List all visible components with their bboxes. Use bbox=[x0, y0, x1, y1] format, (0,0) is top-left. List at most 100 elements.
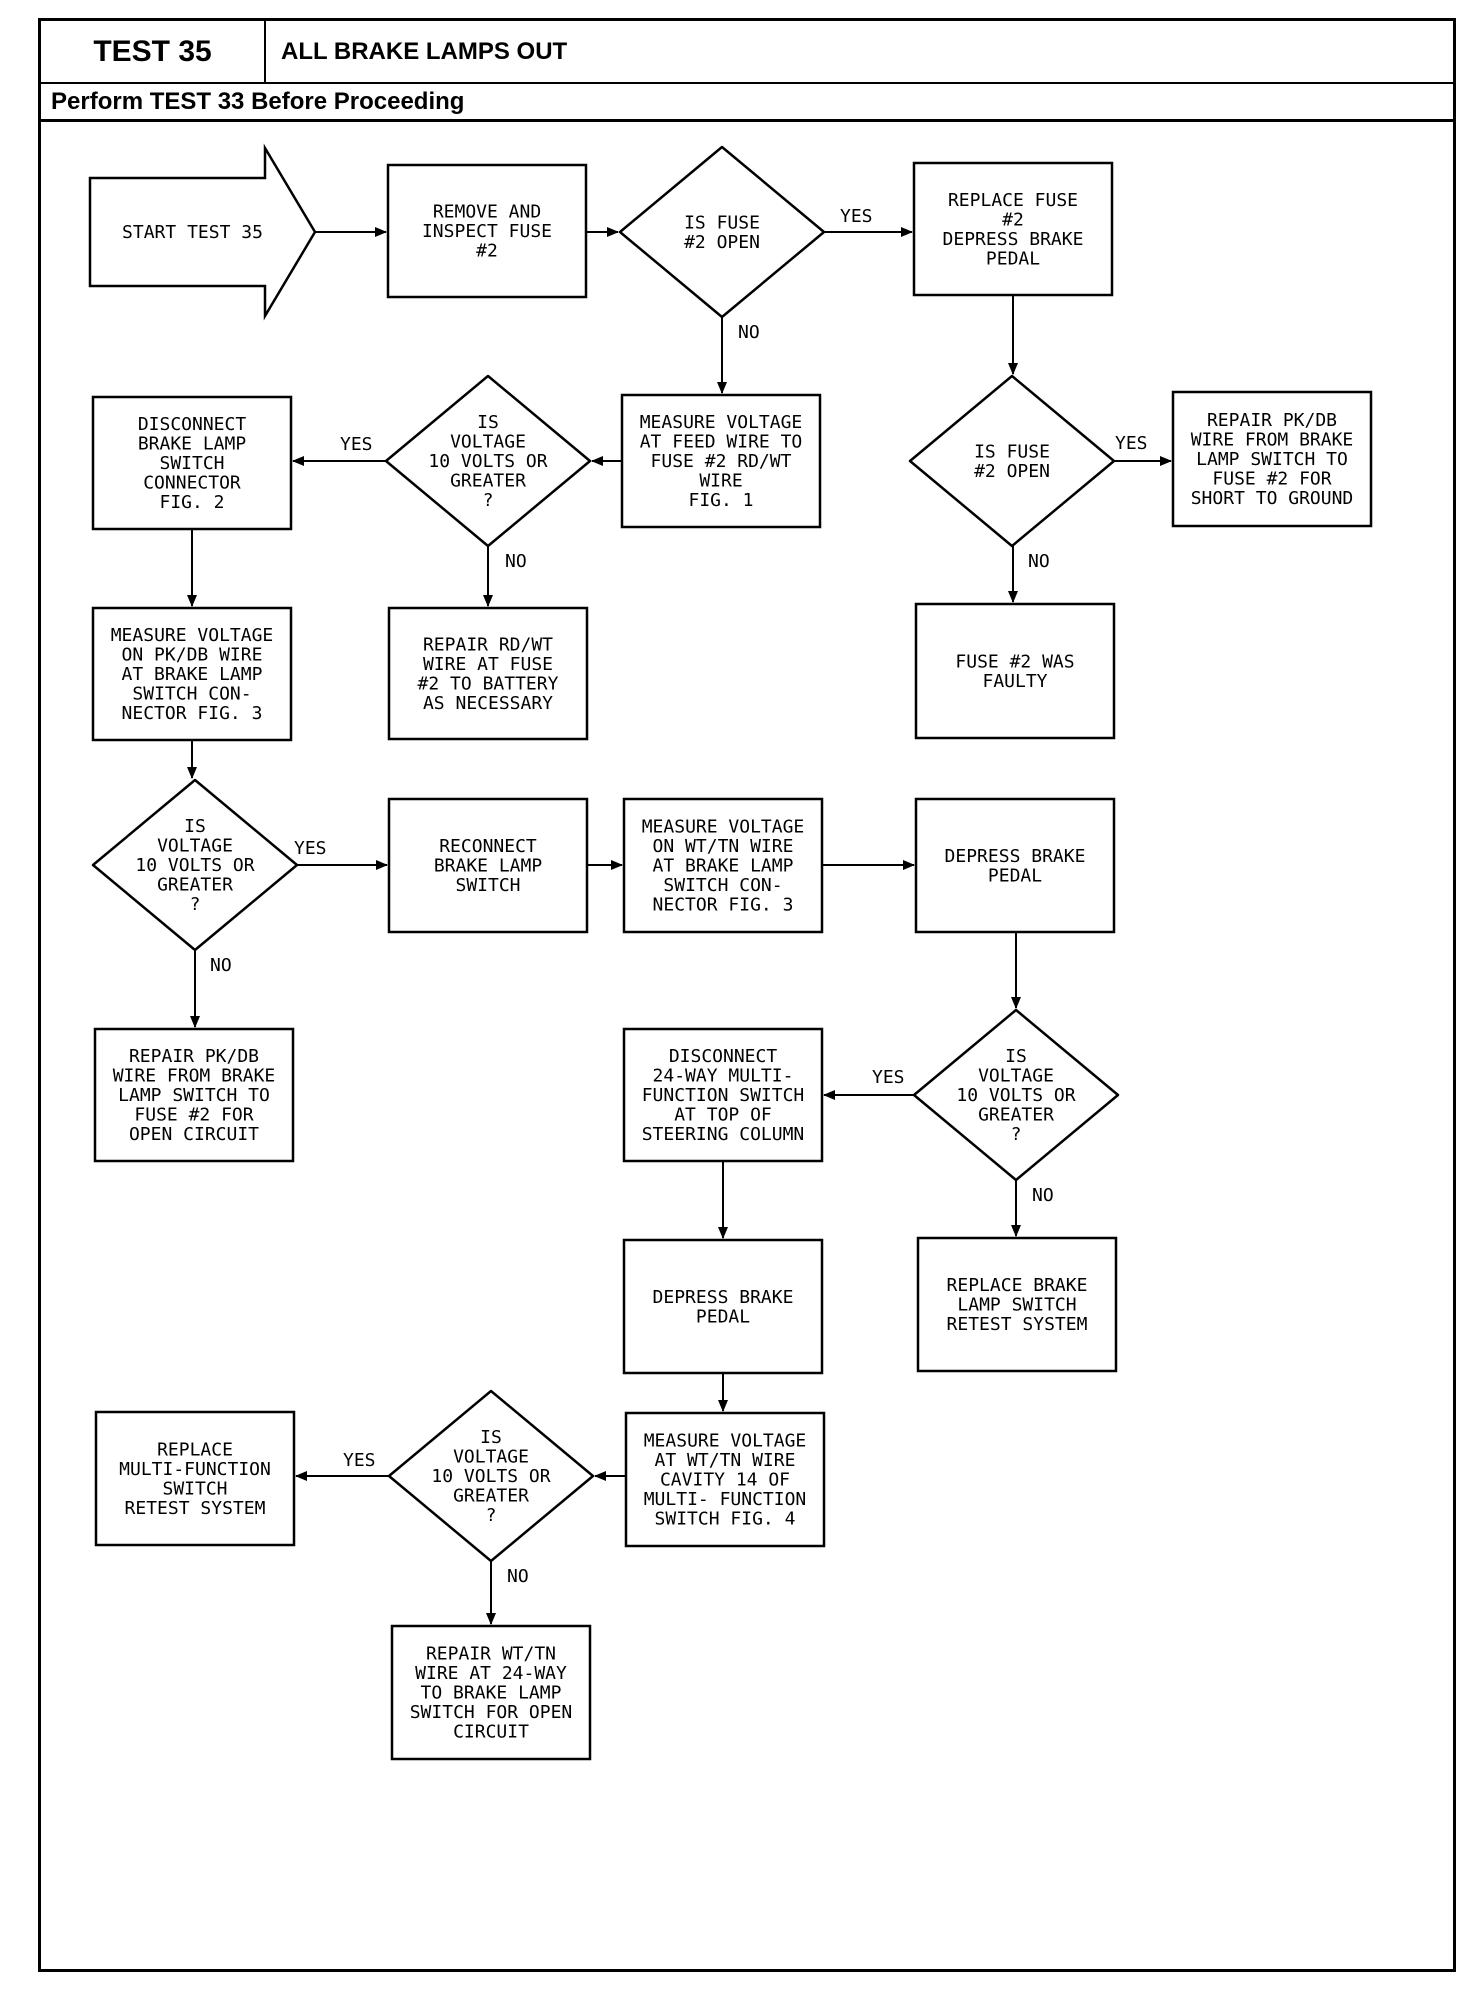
node-text-line: ? bbox=[486, 1505, 497, 1526]
node-text-line: REMOVE AND bbox=[433, 202, 541, 223]
node-text-line: RECONNECT bbox=[439, 836, 537, 857]
branch-label-yes: YES bbox=[872, 1067, 905, 1088]
node-text-line: FUSE #2 RD/WT bbox=[651, 451, 792, 472]
process-box bbox=[91, 606, 293, 742]
connector-q_fuse_open_2-to-fuse_faulty: NO bbox=[1008, 546, 1050, 603]
node-text-line: MEASURE VOLTAGE bbox=[111, 625, 274, 646]
node-text-line: WIRE bbox=[699, 471, 742, 492]
node-text-line: AS NECESSARY bbox=[423, 693, 553, 714]
process-box bbox=[386, 163, 588, 299]
process-box bbox=[93, 1027, 295, 1163]
decision-diamond bbox=[384, 374, 592, 548]
branch-label-yes: YES bbox=[1115, 433, 1148, 454]
node-text-line: FUSE #2 FOR bbox=[134, 1105, 253, 1126]
node-text-line: IS bbox=[1005, 1046, 1027, 1067]
branch-label-no: NO bbox=[210, 955, 232, 976]
node-text-line: DISCONNECT bbox=[138, 414, 247, 435]
node-text-line: VOLTAGE bbox=[453, 1447, 529, 1468]
node-text-line: FUSE #2 FOR bbox=[1212, 469, 1331, 490]
node-text-line: NECTOR FIG. 3 bbox=[122, 703, 263, 724]
node-text-line: DISCONNECT bbox=[669, 1046, 778, 1067]
node-text-line: VOLTAGE bbox=[450, 432, 526, 453]
connector-q_voltage_3-to-replace_switch: NO bbox=[1011, 1180, 1054, 1237]
header-row: TEST 35 ALL BRAKE LAMPS OUT bbox=[41, 21, 1453, 84]
node-text-line: DEPRESS BRAKE bbox=[943, 229, 1084, 250]
node-text-line: CIRCUIT bbox=[453, 1722, 529, 1743]
node-text-line: ? bbox=[190, 894, 201, 915]
test-title: ALL BRAKE LAMPS OUT bbox=[281, 37, 568, 65]
branch-label-no: NO bbox=[738, 322, 760, 343]
connector-q_voltage_2-to-reconnect: YES bbox=[294, 838, 388, 870]
node-text-line: PEDAL bbox=[696, 1306, 750, 1327]
node-text-line: OPEN CIRCUIT bbox=[129, 1124, 259, 1145]
node-text-line: #2 TO BATTERY bbox=[418, 673, 559, 694]
node-text-line: #2 bbox=[1002, 209, 1024, 230]
node-text-line: SWITCH FIG. 4 bbox=[655, 1509, 796, 1530]
process-box bbox=[387, 606, 589, 741]
node-text-line: 10 VOLTS OR bbox=[135, 855, 254, 876]
decision-diamond bbox=[912, 1008, 1120, 1182]
connector-q_fuse_open_1-to-measure_feed: NO bbox=[717, 317, 760, 394]
node-text-line: REPLACE BRAKE bbox=[947, 1275, 1088, 1296]
node-text-line: #2 OPEN bbox=[684, 232, 760, 253]
connector-q_voltage_2-to-repair_open: NO bbox=[190, 950, 232, 1028]
node-text-line: LAMP SWITCH bbox=[957, 1295, 1076, 1316]
node-text-line: IS bbox=[480, 1427, 502, 1448]
branch-label-no: NO bbox=[1028, 551, 1050, 572]
node-q-fuse-open-1: IS FUSE#2 OPEN bbox=[618, 145, 826, 319]
process-box bbox=[914, 602, 1116, 740]
node-text-line: BRAKE LAMP bbox=[434, 856, 543, 877]
node-text-line: 10 VOLTS OR bbox=[428, 451, 547, 472]
node-text-line: #2 bbox=[476, 241, 498, 262]
node-text-line: WIRE AT 24-WAY bbox=[415, 1663, 567, 1684]
connector-q_voltage_4-to-replace_multi: YES bbox=[295, 1450, 389, 1481]
node-text-line: AT BRAKE LAMP bbox=[122, 664, 263, 685]
node-text-line: WIRE FROM BRAKE bbox=[1191, 430, 1354, 451]
node-text-line: REPAIR PK/DB bbox=[129, 1046, 259, 1067]
node-text-line: START TEST 35 bbox=[122, 222, 263, 243]
node-text-line: FUSE #2 WAS bbox=[955, 651, 1074, 672]
node-text-line: MEASURE VOLTAGE bbox=[640, 412, 803, 433]
node-text-line: ON PK/DB WIRE bbox=[122, 645, 263, 666]
branch-label-yes: YES bbox=[343, 1450, 376, 1471]
node-text-line: SHORT TO GROUND bbox=[1191, 488, 1354, 509]
node-text-line: WIRE AT FUSE bbox=[423, 654, 553, 675]
node-text-line: BRAKE LAMP bbox=[138, 434, 247, 455]
node-text-line: VOLTAGE bbox=[978, 1066, 1054, 1087]
node-text-line: LAMP SWITCH TO bbox=[118, 1085, 270, 1106]
node-text-line: ON WT/TN WIRE bbox=[653, 836, 794, 857]
process-box bbox=[912, 161, 1114, 297]
node-text-line: IS FUSE bbox=[974, 441, 1050, 462]
node-text-line: SWITCH FOR OPEN bbox=[410, 1702, 573, 1723]
start-arrow-shape bbox=[88, 143, 317, 321]
node-text-line: AT FEED WIRE TO bbox=[640, 432, 803, 453]
node-text-line: MULTI- FUNCTION bbox=[644, 1489, 807, 1510]
node-text-line: FAULTY bbox=[982, 671, 1047, 692]
branch-label-no: NO bbox=[1032, 1185, 1054, 1206]
process-box bbox=[622, 1027, 824, 1163]
node-text-line: FUNCTION SWITCH bbox=[642, 1085, 805, 1106]
prerequisite-row: Perform TEST 33 Before Proceeding bbox=[41, 84, 1453, 122]
node-text-line: AT TOP OF bbox=[674, 1105, 772, 1126]
page-frame: TEST 35 ALL BRAKE LAMPS OUT Perform TEST… bbox=[38, 18, 1456, 1972]
process-box bbox=[620, 393, 822, 529]
branch-label-no: NO bbox=[505, 551, 527, 572]
node-text-line: GREATER bbox=[453, 1486, 529, 1507]
node-text-line: 24-WAY MULTI- bbox=[653, 1066, 794, 1087]
node-text-line: VOLTAGE bbox=[157, 836, 233, 857]
node-text-line: CONNECTOR bbox=[143, 473, 241, 494]
node-text-line: PEDAL bbox=[986, 248, 1040, 269]
